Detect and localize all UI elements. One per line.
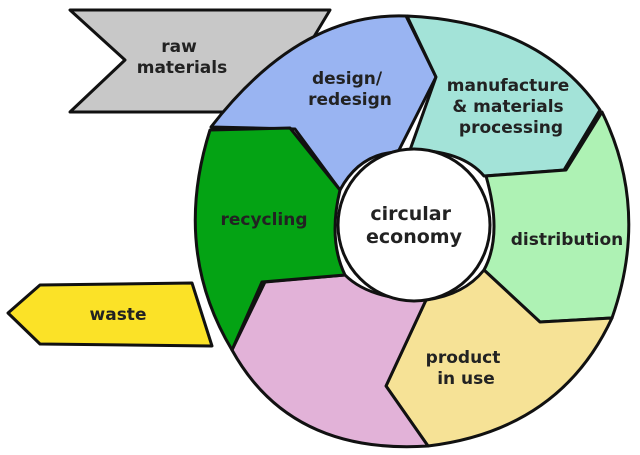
manufacture-label: manufacture & materials processing — [447, 76, 575, 138]
hub-label: circular economy — [366, 203, 463, 248]
raw-materials-label: raw materials — [137, 37, 227, 78]
product-in-use-segment — [384, 268, 614, 448]
design-label: design/ redesign — [308, 69, 392, 110]
recycling-label: recycling — [220, 210, 307, 230]
design-segment — [209, 14, 438, 192]
recycling-segment — [193, 126, 347, 352]
hub-circle — [336, 147, 492, 303]
waste-label: waste — [90, 305, 147, 325]
product-in-use-label: product in use — [426, 348, 507, 389]
waste-arrow — [6, 281, 214, 348]
distribution-label: distribution — [511, 230, 623, 250]
